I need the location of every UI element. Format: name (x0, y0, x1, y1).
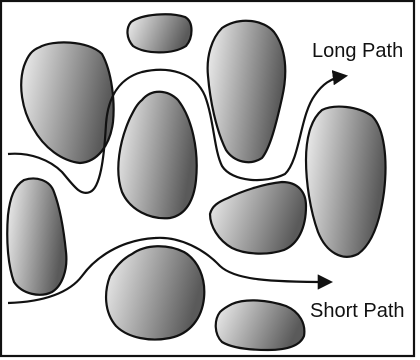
grain-right (306, 107, 386, 257)
grain-bottom-right (216, 300, 305, 350)
long-path-label: Long Path (312, 40, 403, 62)
grain-top-center (127, 14, 191, 52)
short-path-label: Short Path (310, 300, 405, 322)
